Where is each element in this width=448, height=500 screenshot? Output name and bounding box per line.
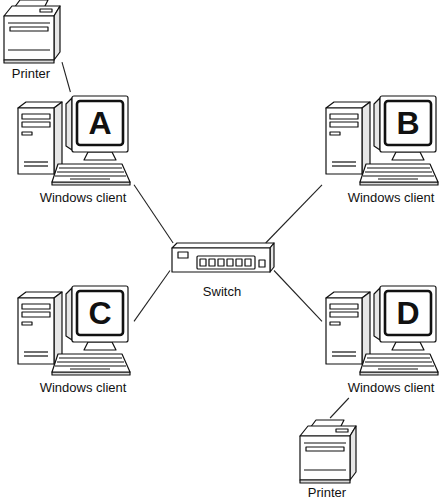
client-node: CWindows client xyxy=(14,282,134,398)
connector-group xyxy=(62,62,349,418)
computer-illustration xyxy=(18,286,130,375)
client-label: Windows client xyxy=(336,380,446,395)
network-cable xyxy=(266,185,322,243)
switch-node: Switch xyxy=(170,243,274,298)
printer-label: Printer xyxy=(0,66,72,81)
computer-illustration xyxy=(326,286,438,375)
client-node: D Windows client xyxy=(322,282,444,398)
printer-label: Printer xyxy=(286,485,368,500)
client-label: Windows client xyxy=(28,380,138,395)
switch-illustration xyxy=(172,243,274,272)
network-cable xyxy=(274,271,322,322)
client-letter: A xyxy=(77,101,123,145)
client-label: Windows client xyxy=(28,190,138,205)
client-letter: D xyxy=(385,291,431,335)
computer-illustration xyxy=(18,96,130,185)
switch-label: Switch xyxy=(170,284,274,299)
printer-illustration xyxy=(4,0,60,63)
network-cable xyxy=(134,185,173,243)
client-letter: C xyxy=(77,291,123,335)
network-cable xyxy=(62,62,70,92)
client-letter: B xyxy=(385,101,431,145)
client-node: B Windows client xyxy=(322,92,444,208)
printer-illustration xyxy=(300,420,356,483)
printer-node: Printer xyxy=(0,0,62,84)
client-label: Windows client xyxy=(336,190,446,205)
network-cable xyxy=(134,271,170,322)
computer-illustration xyxy=(326,96,438,185)
client-node: AWindows client xyxy=(14,92,134,208)
printer-node: Printer xyxy=(296,418,358,500)
network-cable xyxy=(330,398,349,418)
